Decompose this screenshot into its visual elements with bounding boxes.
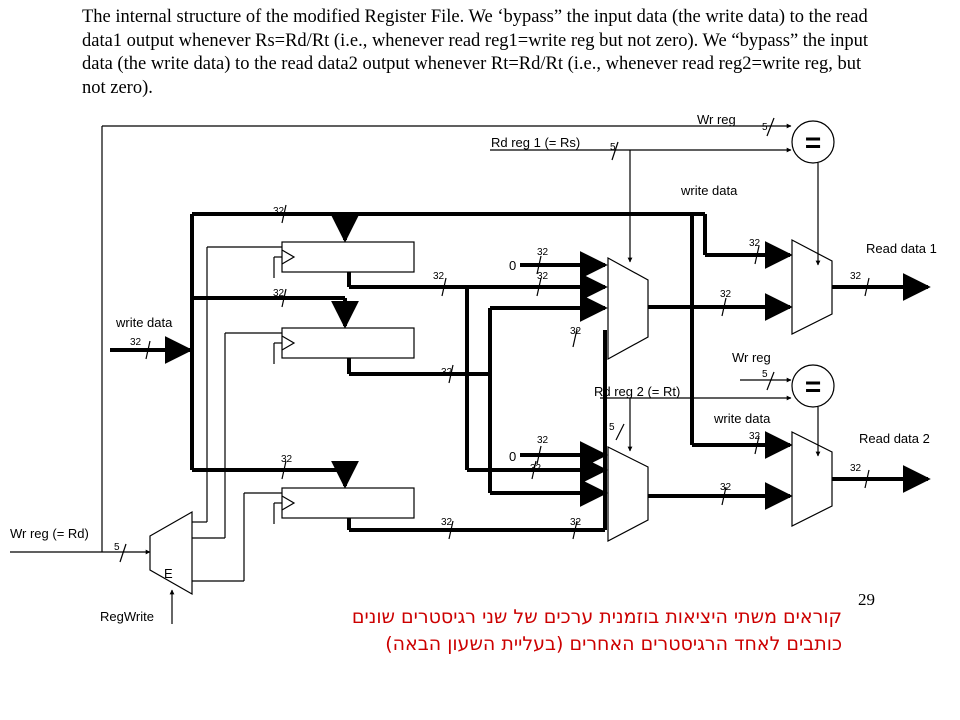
bypass-mux-1 xyxy=(791,239,833,335)
comparator-1: = xyxy=(791,120,835,164)
width-reg1-out: 32 xyxy=(441,367,453,378)
hebrew-note: קוראים משתי היציאות בוזמנית ערכים של שני… xyxy=(352,604,842,658)
register-0 xyxy=(281,241,415,273)
register-2-clock-icon xyxy=(281,495,296,511)
hebrew-note-line-1: קוראים משתי היציאות בוזמנית ערכים של שני… xyxy=(351,606,842,628)
width-rd-reg-2: 5 xyxy=(609,422,615,433)
width-mux2-in2: 32 xyxy=(570,517,582,528)
hebrew-note-line-2: כותבים לאחד הרגיסטרים האחרים (בעליית השע… xyxy=(385,633,842,655)
write-data-bus xyxy=(110,212,793,489)
write-decoder: E xyxy=(149,510,193,596)
regwrite-label: RegWrite xyxy=(100,609,154,624)
write-data-label-left: write data xyxy=(115,315,173,330)
width-reg2-out: 32 xyxy=(441,517,453,528)
width-reg2-in: 32 xyxy=(281,454,293,465)
control-wires xyxy=(10,123,821,624)
width-read-data-2: 32 xyxy=(850,463,862,474)
width-bypass2-in: 32 xyxy=(749,431,761,442)
width-reg1-in: 32 xyxy=(273,288,285,299)
mux-output-buses xyxy=(648,273,931,510)
width-mux1-in2: 32 xyxy=(570,326,582,337)
width-reg0-out: 32 xyxy=(433,271,445,282)
read-mux-2 xyxy=(607,446,649,542)
register-1-clock-icon xyxy=(281,335,296,351)
width-wr-reg-rd: 5 xyxy=(114,542,120,553)
width-read-data-1: 32 xyxy=(850,271,862,282)
bus-width-slashes xyxy=(119,117,870,563)
zero-constant-1: 0 xyxy=(509,258,516,273)
bus-width-labels: 32 32 32 32 32 32 32 32 32 32 32 32 32 3… xyxy=(114,122,862,553)
rd-reg-1-label: Rd reg 1 (= Rs) xyxy=(491,135,580,150)
register-0-clock-icon xyxy=(281,249,296,265)
wr-reg-rd-label: Wr reg (= Rd) xyxy=(10,526,89,541)
comparator-2-symbol: = xyxy=(805,371,821,402)
width-reg0-in: 32 xyxy=(273,206,285,217)
caption-text: The internal structure of the modified R… xyxy=(82,7,869,98)
rd-reg-2-label: Rd reg 2 (= Rt) xyxy=(594,384,680,399)
register-output-buses xyxy=(347,251,608,532)
width-bypass1-in: 32 xyxy=(749,238,761,249)
width-mux2-in0: 32 xyxy=(530,463,542,474)
comparator-1-symbol: = xyxy=(805,127,821,158)
read-data-2-label: Read data 2 xyxy=(859,431,930,446)
zero-constant-2: 0 xyxy=(509,449,516,464)
width-wr-reg-top: 5 xyxy=(762,122,768,133)
width-mux1-in0: 32 xyxy=(537,271,549,282)
width-mux2-out: 32 xyxy=(720,482,732,493)
width-write-data: 32 xyxy=(130,337,142,348)
wr-reg-label-mid: Wr reg xyxy=(732,350,771,365)
width-rd-reg-1: 5 xyxy=(610,142,616,153)
write-data-label-top: write data xyxy=(680,183,738,198)
width-zero-2: 32 xyxy=(537,435,549,446)
comparator-2: = xyxy=(791,364,835,408)
register-1 xyxy=(281,327,415,359)
write-data-label-mid: write data xyxy=(713,411,771,426)
read-mux-1 xyxy=(607,256,649,361)
width-mux1-out: 32 xyxy=(720,289,732,300)
width-wr-reg-mid: 5 xyxy=(762,369,768,380)
page-number: 29 xyxy=(858,590,875,609)
decoder-label: E xyxy=(164,566,173,581)
width-zero-1: 32 xyxy=(537,247,549,258)
wr-reg-label-top: Wr reg xyxy=(697,112,736,127)
bypass-mux-2 xyxy=(791,431,833,527)
register-2 xyxy=(281,487,415,519)
read-data-1-label: Read data 1 xyxy=(866,241,937,256)
